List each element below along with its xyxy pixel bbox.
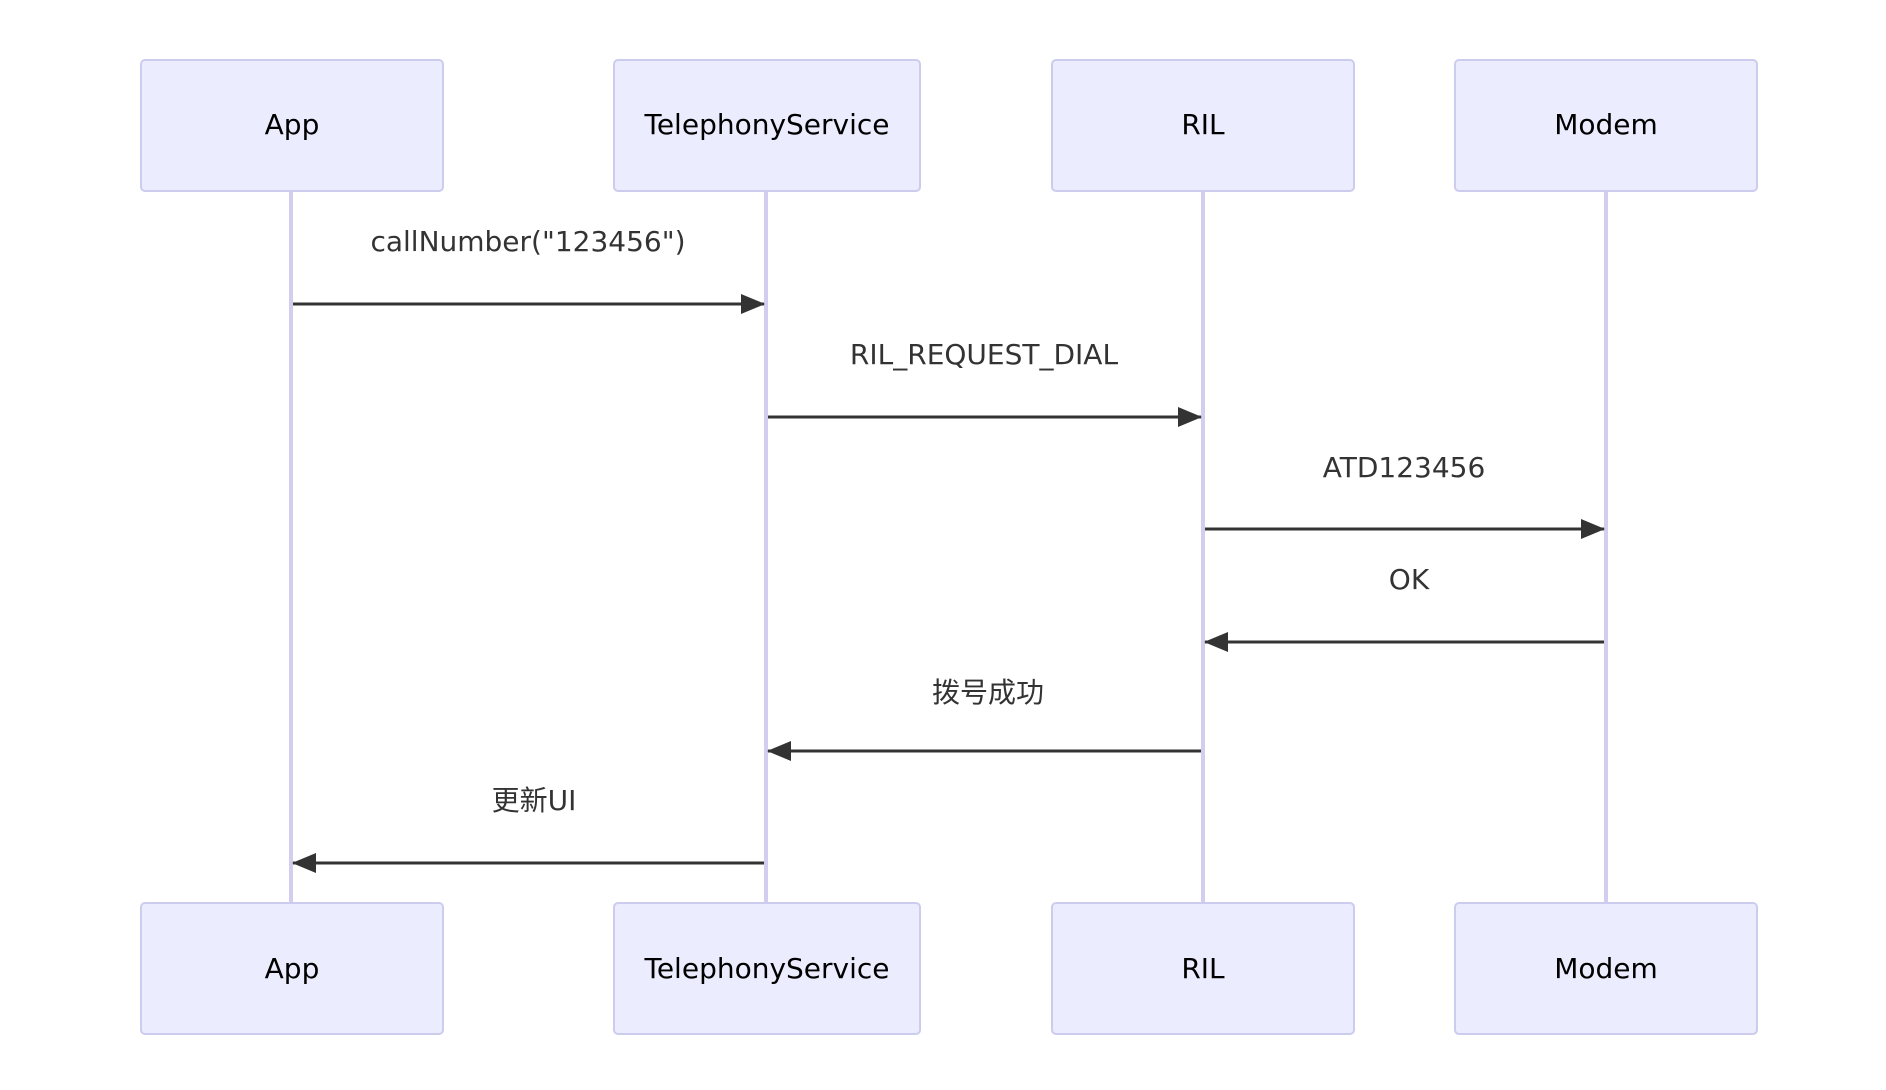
- actor-telephony-top: TelephonyService: [613, 59, 921, 192]
- message-dial-success: 拨号成功: [767, 676, 1201, 761]
- message-label: OK: [1389, 563, 1430, 596]
- message-atd: ATD123456: [1205, 451, 1605, 539]
- actor-label: RIL: [1181, 108, 1225, 141]
- messages: callNumber("123456") RIL_REQUEST_DIAL AT…: [292, 225, 1605, 873]
- lifelines: [289, 190, 1608, 903]
- actor-ril-top: RIL: [1051, 59, 1355, 192]
- actor-label: TelephonyService: [643, 952, 889, 985]
- actor-ril-bottom: RIL: [1051, 902, 1355, 1035]
- actor-modem-top: Modem: [1454, 59, 1758, 192]
- message-ril-request-dial: RIL_REQUEST_DIAL: [768, 338, 1202, 427]
- actor-label: Modem: [1554, 108, 1658, 141]
- actors-bottom: App TelephonyService RIL Modem: [140, 902, 1758, 1035]
- message-label: ATD123456: [1323, 451, 1486, 484]
- message-label: 更新UI: [492, 784, 577, 817]
- actor-telephony-bottom: TelephonyService: [613, 902, 921, 1035]
- message-label: 拨号成功: [932, 676, 1044, 709]
- message-label: callNumber("123456"): [370, 225, 685, 258]
- actor-app-bottom: App: [140, 902, 444, 1035]
- actors-top: App TelephonyService RIL Modem: [140, 59, 1758, 192]
- actor-app-top: App: [140, 59, 444, 192]
- message-label: RIL_REQUEST_DIAL: [850, 338, 1119, 371]
- actor-modem-bottom: Modem: [1454, 902, 1758, 1035]
- message-call-number: callNumber("123456"): [293, 225, 765, 314]
- actor-label: TelephonyService: [643, 108, 889, 141]
- actor-label: Modem: [1554, 952, 1658, 985]
- actor-label: RIL: [1181, 952, 1225, 985]
- message-update-ui: 更新UI: [292, 784, 764, 873]
- actor-label: App: [265, 952, 320, 985]
- actor-label: App: [265, 108, 320, 141]
- message-ok: OK: [1204, 563, 1604, 652]
